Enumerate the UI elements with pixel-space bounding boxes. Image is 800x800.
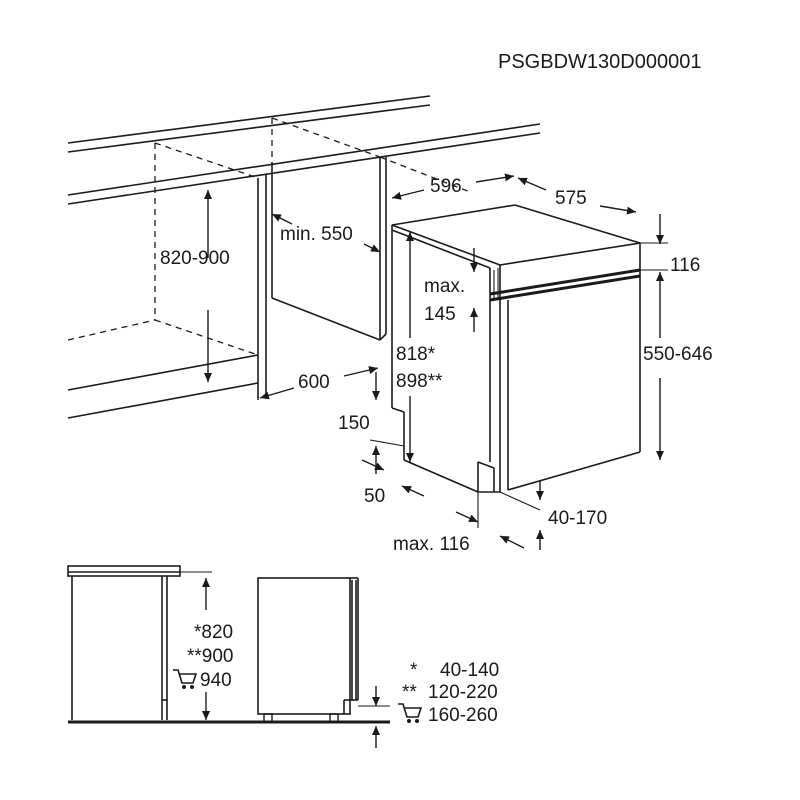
dim-foot-adjust: 40-170 — [548, 508, 607, 529]
dimension-lines — [204, 173, 668, 550]
product-code: PSGBDW130D000001 — [498, 51, 701, 73]
dim-height-star: 818* — [396, 344, 436, 365]
dim-door-height: 550-646 — [643, 344, 713, 365]
side-view-dishwasher — [257, 577, 390, 748]
dishwasher-body — [391, 204, 641, 493]
dim-height-dstar: 898** — [396, 371, 443, 392]
legend-val-2: 120-220 — [428, 682, 498, 703]
dim-max-145: 145 — [424, 304, 456, 325]
dim-plinth-150: 150 — [338, 413, 370, 434]
cart-icon — [173, 669, 198, 689]
niche — [67, 117, 471, 419]
side-height-900: **900 — [187, 646, 234, 667]
dim-appliance-width: 596 — [430, 176, 462, 197]
legend-val-3: 160-260 — [428, 705, 498, 726]
legend-mark-2: ** — [402, 682, 417, 703]
dim-plinth-50: 50 — [364, 486, 385, 507]
dim-appliance-depth: 575 — [555, 188, 587, 209]
dim-niche-height: 820-900 — [160, 248, 230, 269]
side-view-cabinet — [67, 565, 390, 724]
dim-panel-top: 116 — [670, 255, 700, 276]
dim-min-depth: min. 550 — [280, 224, 353, 245]
side-height-940: 940 — [200, 670, 232, 691]
cart-icon-legend — [398, 703, 423, 723]
legend-mark-1: * — [410, 660, 418, 681]
legend-val-1: 40-140 — [440, 660, 499, 681]
side-height-820: *820 — [194, 622, 233, 643]
dim-niche-width: 600 — [298, 372, 330, 393]
dim-max-116: max. 116 — [393, 534, 470, 555]
worktop — [67, 95, 541, 205]
dim-max-label: max. — [424, 276, 465, 297]
